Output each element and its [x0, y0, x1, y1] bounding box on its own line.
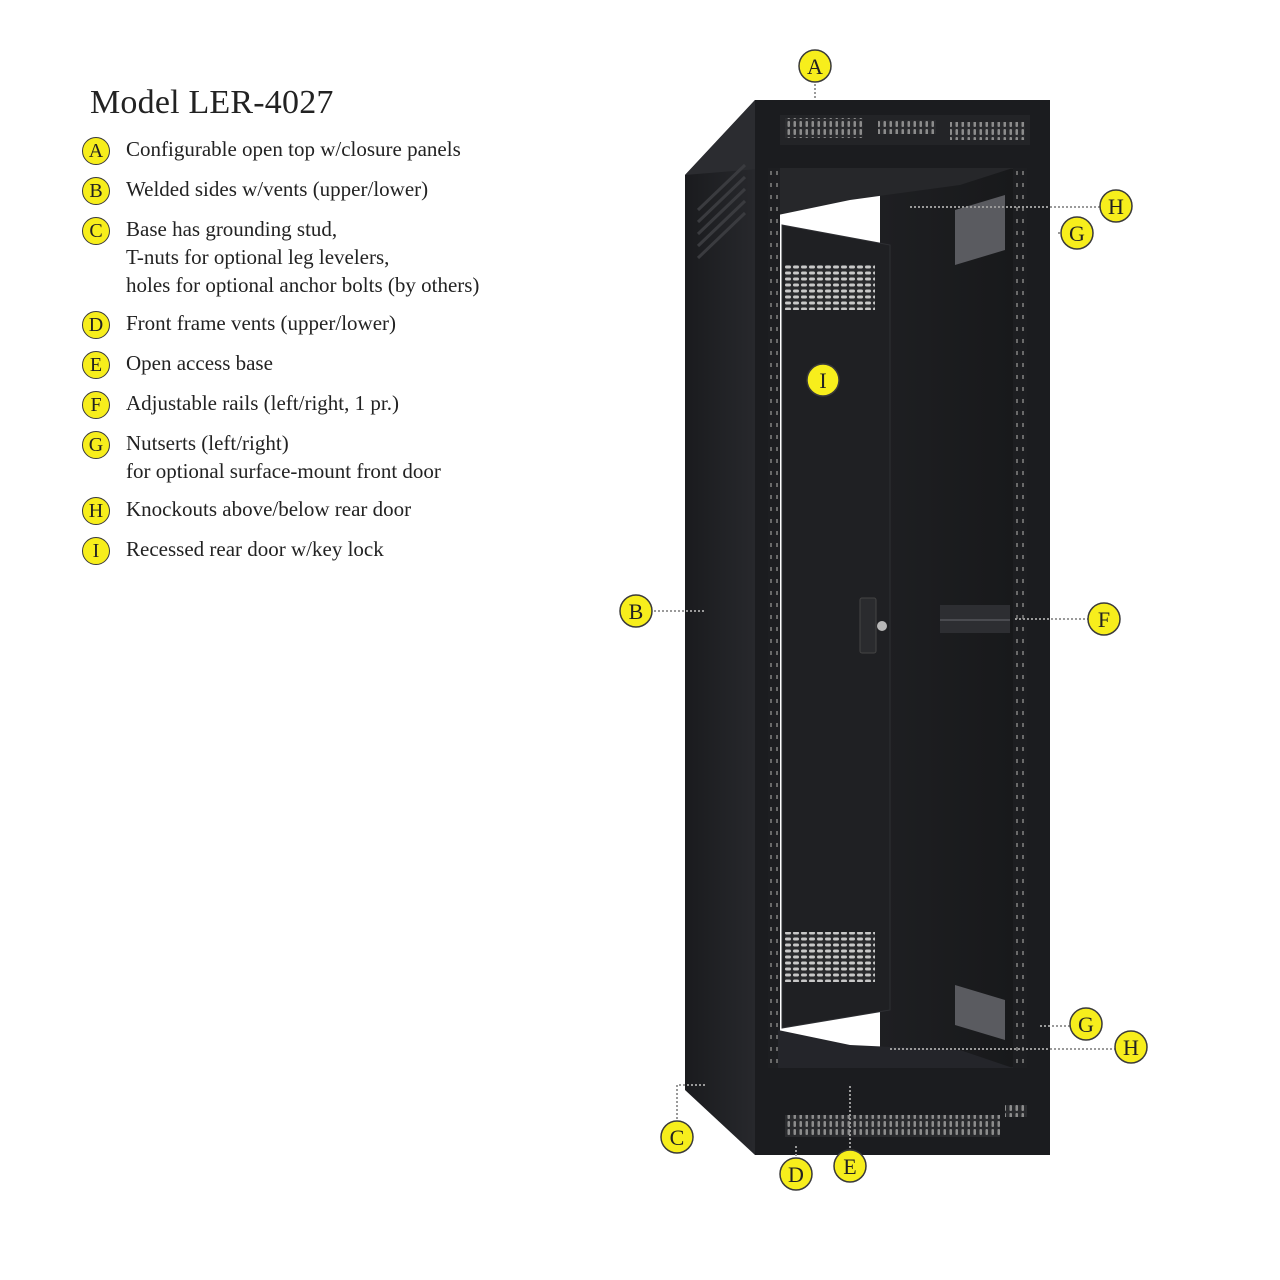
legend-badge-a: A: [82, 137, 110, 165]
svg-text:E: E: [843, 1154, 856, 1179]
legend-badge-f: F: [82, 391, 110, 419]
door-handle: [859, 597, 877, 654]
legend-badge-h: H: [82, 497, 110, 525]
callout-a: A: [798, 49, 832, 83]
top-vent-right: [950, 122, 1025, 140]
callout-c: C: [660, 1120, 694, 1154]
legend-text-e: Open access base: [126, 351, 273, 375]
legend-text-d: Front frame vents (upper/lower): [126, 311, 396, 335]
callout-h-bottom: H: [1114, 1030, 1148, 1064]
rear-door: [781, 224, 891, 1029]
svg-text:H: H: [1108, 194, 1124, 219]
callout-i: I: [806, 363, 840, 397]
svg-text:C: C: [670, 1125, 685, 1150]
rack-left-rail: [768, 168, 780, 1068]
callout-g-bottom: G: [1069, 1007, 1103, 1041]
svg-text:H: H: [1123, 1035, 1139, 1060]
legend-item-a: A Configurable open top w/closure panels: [82, 135, 602, 165]
door-vent-upper: [785, 265, 875, 310]
legend-badge-i: I: [82, 537, 110, 565]
legend-item-i: I Recessed rear door w/key lock: [82, 535, 602, 565]
feature-legend: A Configurable open top w/closure panels…: [82, 135, 602, 575]
svg-text:B: B: [629, 599, 644, 624]
legend-item-d: D Front frame vents (upper/lower): [82, 309, 602, 339]
bottom-vent-small: [1005, 1105, 1027, 1117]
rack-cabinet: [685, 100, 1050, 1155]
callout-g-top: G: [1060, 216, 1094, 250]
legend-item-f: F Adjustable rails (left/right, 1 pr.): [82, 389, 602, 419]
svg-text:D: D: [788, 1162, 804, 1187]
legend-text-f: Adjustable rails (left/right, 1 pr.): [126, 391, 399, 415]
svg-text:I: I: [819, 368, 826, 393]
svg-text:G: G: [1069, 221, 1085, 246]
legend-item-c: C Base has grounding stud, T-nuts for op…: [82, 215, 602, 299]
legend-text-h: Knockouts above/below rear door: [126, 497, 412, 521]
svg-text:A: A: [807, 54, 823, 79]
callout-b: B: [619, 594, 653, 628]
legend-item-e: E Open access base: [82, 349, 602, 379]
side-vents-upper: [696, 163, 747, 260]
leader-lines: [650, 80, 1116, 1160]
legend-item-g: G Nutserts (left/right) for optional sur…: [82, 429, 602, 485]
door-vent-lower: [785, 932, 875, 982]
legend-text-g: Nutserts (left/right) for optional surfa…: [126, 431, 441, 483]
knockout-top: [955, 195, 1005, 265]
top-vent-left: [785, 118, 863, 138]
legend-badge-c: C: [82, 217, 110, 245]
legend-text-c: Base has grounding stud, T-nuts for opti…: [126, 217, 480, 297]
callout-e: E: [833, 1149, 867, 1183]
rack-left-side-panel: [685, 100, 755, 1155]
top-vent-middle: [878, 120, 936, 134]
legend-item-h: H Knockouts above/below rear door: [82, 495, 602, 525]
legend-badge-g: G: [82, 431, 110, 459]
bottom-vent-strip: [785, 1115, 1000, 1137]
key-lock-icon: [877, 621, 887, 631]
svg-text:G: G: [1078, 1012, 1094, 1037]
leader-c: [676, 1084, 705, 1123]
knockout-bottom: [955, 985, 1005, 1040]
callout-h-top: H: [1099, 189, 1133, 223]
model-title: Model LER-4027: [90, 84, 334, 121]
svg-text:F: F: [1098, 607, 1110, 632]
legend-text-b: Welded sides w/vents (upper/lower): [126, 177, 429, 201]
legend-text-i: Recessed rear door w/key lock: [126, 537, 384, 561]
legend-badge-e: E: [82, 351, 110, 379]
callout-d: D: [779, 1157, 813, 1191]
legend-badge-d: D: [82, 311, 110, 339]
legend-text-a: Configurable open top w/closure panels: [126, 137, 461, 161]
legend-item-b: B Welded sides w/vents (upper/lower): [82, 175, 602, 205]
callout-f: F: [1087, 602, 1121, 636]
legend-badge-b: B: [82, 177, 110, 205]
